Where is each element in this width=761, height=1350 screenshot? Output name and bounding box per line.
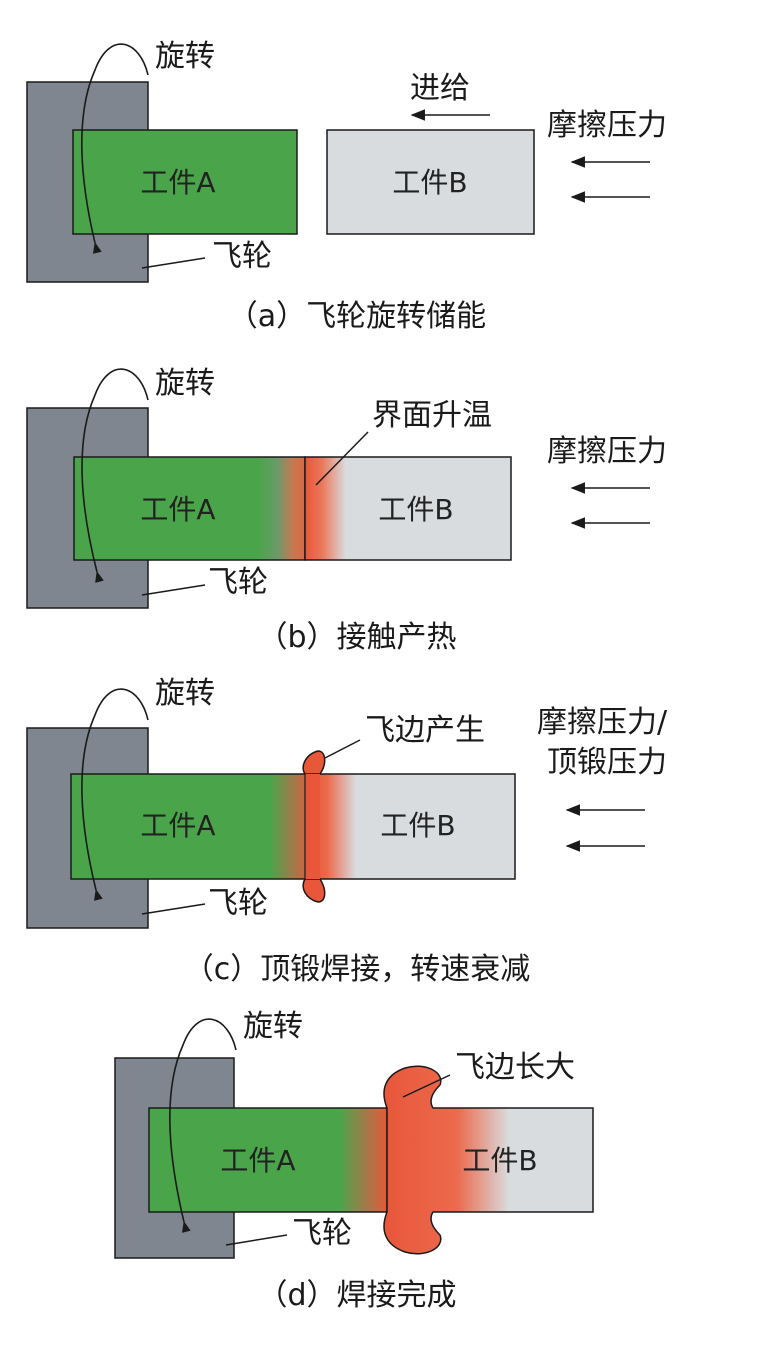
caption-b: （b）接触产热 xyxy=(257,620,456,655)
rotation-arrow xyxy=(169,1018,237,1233)
feed-label: 进给 xyxy=(410,71,470,106)
workpiece-a xyxy=(73,456,306,561)
flash-leader xyxy=(402,1074,451,1098)
workpiece-b-label: 工件B xyxy=(380,809,455,842)
flywheel-leader xyxy=(225,1234,288,1246)
workpiece-b-label: 工件B xyxy=(378,493,453,526)
workpiece-a-label: 工件A xyxy=(140,166,215,199)
flywheel-label: 飞轮 xyxy=(208,565,268,600)
panel-b: 工件A 工件B 旋转 界面升温 飞轮 摩擦压力 （b）接触产热 xyxy=(26,366,667,655)
caption-c: （c）顶锻焊接，转速衰减 xyxy=(184,952,531,987)
flywheel-leader xyxy=(141,257,206,269)
workpiece-b-label: 工件B xyxy=(392,166,467,199)
flash-label: 飞边长大 xyxy=(455,1050,575,1085)
workpiece-a xyxy=(70,773,312,880)
flash-label: 飞边产生 xyxy=(365,713,485,748)
pressure-label-line1: 摩擦压力/ xyxy=(537,705,668,740)
workpiece-a-label: 工件A xyxy=(220,1144,295,1177)
rotation-label: 旋转 xyxy=(155,39,215,74)
workpiece-b-label: 工件B xyxy=(462,1144,537,1177)
interface-leader xyxy=(315,431,369,486)
flywheel-label: 飞轮 xyxy=(292,1216,352,1251)
workpiece-a xyxy=(148,1107,388,1213)
workpiece-b xyxy=(304,456,512,561)
panel-a: 工件A 工件B 旋转 飞轮 进给 摩擦压力 （a）飞轮旋转储能 xyxy=(26,39,667,334)
flash xyxy=(302,750,326,903)
flywheel-label: 飞轮 xyxy=(208,886,268,921)
pressure-label: 摩擦压力 xyxy=(547,434,667,469)
rotation-label: 旋转 xyxy=(243,1009,303,1044)
caption-d: （d）焊接完成 xyxy=(257,1278,456,1313)
rotation-arrow xyxy=(81,43,149,254)
workpiece-b xyxy=(310,773,516,880)
caption-a: （a）飞轮旋转储能 xyxy=(228,299,486,334)
rotation-label: 旋转 xyxy=(155,366,215,401)
flywheel-leader xyxy=(141,903,206,915)
interface-label: 界面升温 xyxy=(372,398,492,433)
flywheel-leader xyxy=(141,584,206,596)
flash-core xyxy=(305,774,320,879)
panel-d: 工件A 工件B 旋转 飞边长大 飞轮 （d）焊接完成 xyxy=(114,1009,594,1313)
rotation-label: 旋转 xyxy=(155,676,215,711)
rotation-arrow xyxy=(81,688,149,901)
flywheel-label: 飞轮 xyxy=(212,239,272,274)
pressure-label: 摩擦压力 xyxy=(547,108,667,143)
workpiece-b xyxy=(326,129,535,235)
panel-c: 工件A 工件B 旋转 飞边产生 飞轮 摩擦压力/ 顶锻压力 （c）顶锻焊接，转速… xyxy=(26,676,668,987)
workpiece-a xyxy=(72,129,298,235)
workpiece-a-label: 工件A xyxy=(140,809,215,842)
rotation-arrow xyxy=(81,368,149,583)
flash xyxy=(383,1065,594,1255)
flash-leader xyxy=(324,739,361,759)
workpiece-a-label: 工件A xyxy=(140,493,215,526)
pressure-label-line2: 顶锻压力 xyxy=(547,745,667,780)
